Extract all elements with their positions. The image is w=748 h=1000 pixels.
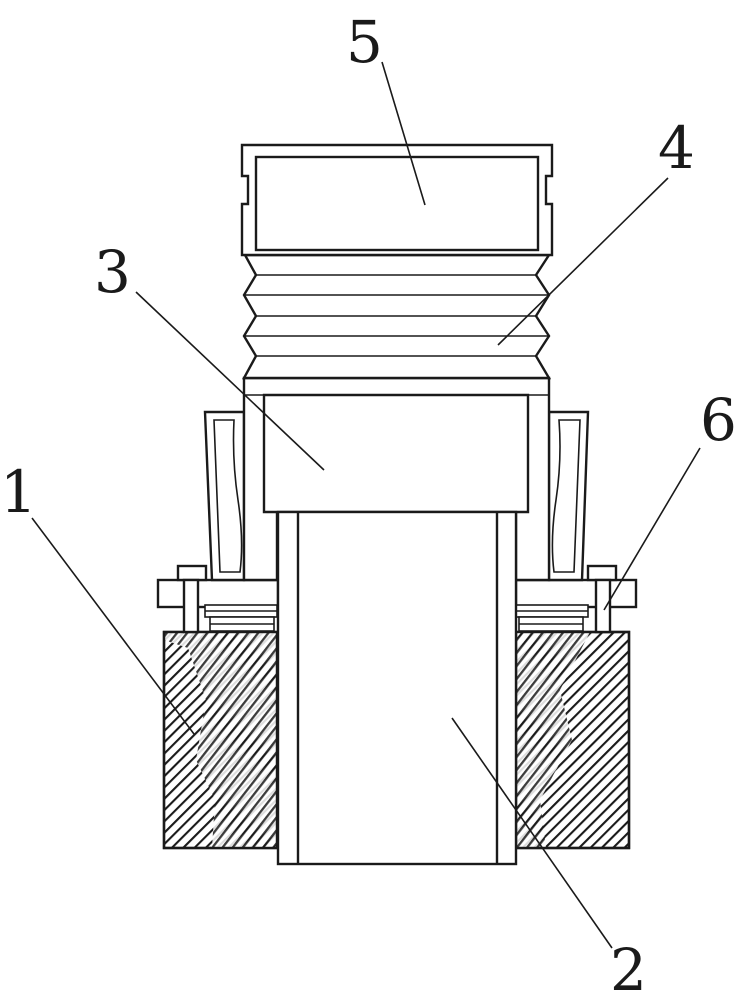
clamp-assembly-right bbox=[514, 564, 638, 634]
clamp-assembly-left bbox=[156, 564, 280, 634]
leader-lines bbox=[31, 61, 701, 949]
leader-line-3 bbox=[135, 291, 325, 471]
leader-line-2 bbox=[451, 717, 613, 949]
callout-label-1: 1 bbox=[0, 458, 37, 526]
callout-labels: 1 2 3 4 5 6 bbox=[0, 8, 737, 1000]
leader-line-4 bbox=[497, 177, 669, 346]
central-pipe bbox=[276, 510, 518, 866]
leader-line-6 bbox=[603, 447, 701, 611]
callout-label-6: 6 bbox=[700, 386, 737, 454]
leader-line-1 bbox=[31, 517, 195, 735]
funnel-wall-left bbox=[203, 410, 246, 582]
bellows bbox=[241, 253, 552, 380]
cap bbox=[240, 143, 554, 257]
leader-line-5 bbox=[381, 61, 426, 206]
funnel-wall-right bbox=[547, 410, 590, 582]
callout-label-4: 4 bbox=[658, 114, 695, 182]
callout-label-2: 2 bbox=[610, 936, 647, 1000]
base-block-left bbox=[162, 630, 279, 850]
callout-label-3: 3 bbox=[94, 238, 131, 306]
callout-label-5: 5 bbox=[346, 8, 383, 76]
base-block-right bbox=[514, 630, 631, 850]
